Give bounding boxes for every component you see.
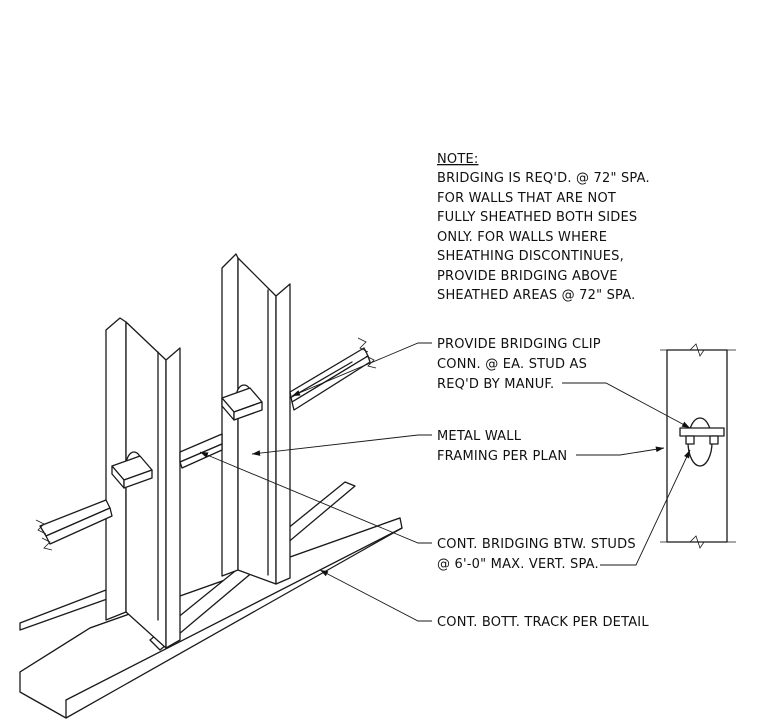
callout-bottom-track: CONT. BOTT. TRACK PER DETAIL	[437, 615, 649, 630]
callout-line: REQ'D BY MANUF.	[437, 377, 554, 392]
callout-line: CONN. @ EA. STUD AS	[437, 357, 587, 372]
leader-lines	[199, 342, 691, 622]
note-line: SHEATHING DISCONTINUES,	[437, 249, 624, 264]
callout-line: FRAMING PER PLAN	[437, 449, 567, 464]
note-line: SHEATHED AREAS @ 72" SPA.	[437, 288, 635, 303]
clip-left	[111, 451, 153, 489]
callout-line: PROVIDE BRIDGING CLIP	[437, 337, 601, 352]
note-line: FOR WALLS THAT ARE NOT	[437, 191, 616, 206]
callout-cont-bridging: CONT. BRIDGING BTW. STUDS @ 6'-0" MAX. V…	[437, 537, 636, 572]
note-line: PROVIDE BRIDGING ABOVE	[437, 269, 618, 284]
note-line: FULLY SHEATHED BOTH SIDES	[437, 210, 637, 225]
left-stud	[105, 317, 181, 649]
clip-right	[221, 384, 263, 421]
callout-line: @ 6'-0" MAX. VERT. SPA.	[437, 557, 599, 572]
callout-metal-framing: METAL WALL FRAMING PER PLAN	[437, 429, 567, 464]
note-line: BRIDGING IS REQ'D. @ 72" SPA.	[437, 171, 650, 186]
callout-line: CONT. BRIDGING BTW. STUDS	[437, 537, 636, 552]
note-title: NOTE:	[437, 152, 479, 167]
callout-line: CONT. BOTT. TRACK PER DETAIL	[437, 615, 649, 630]
right-stud	[221, 253, 291, 585]
note-line: ONLY. FOR WALLS WHERE	[437, 230, 607, 245]
callout-bridging-clip: PROVIDE BRIDGING CLIP CONN. @ EA. STUD A…	[437, 337, 601, 392]
stud-elevation-detail	[660, 343, 736, 549]
bridging-channel	[35, 337, 377, 551]
callout-line: METAL WALL	[437, 429, 522, 444]
general-note: NOTE: BRIDGING IS REQ'D. @ 72" SPA. FOR …	[437, 152, 650, 303]
